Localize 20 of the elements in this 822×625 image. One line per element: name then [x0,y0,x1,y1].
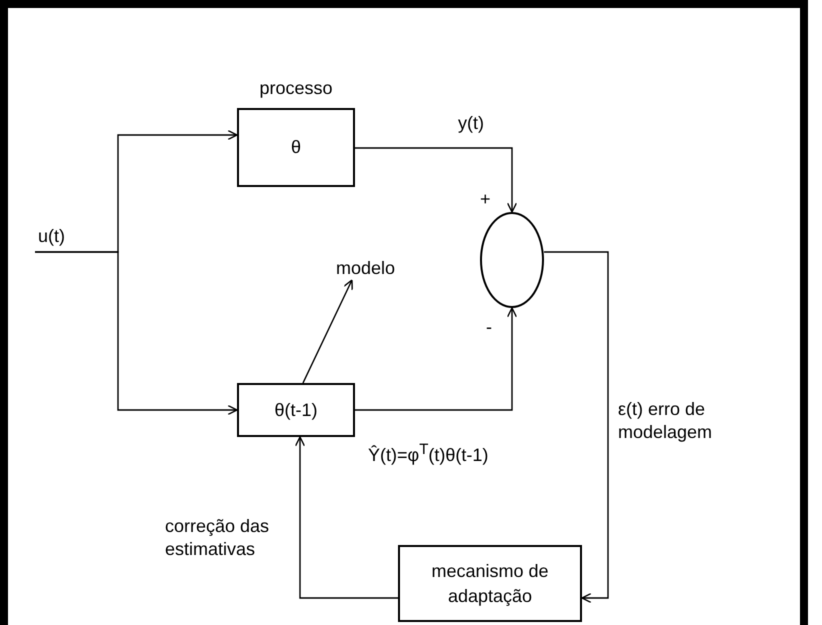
sign-label: - [486,316,492,339]
block-text: θ(t-1) [274,398,318,422]
edge-label: Ŷ(t)=φ$^{T}$(t)θ(t-1) [368,440,488,467]
block-text: θ [290,136,301,160]
arrow [355,307,518,411]
block-text: mecanismo de adaptação [430,560,550,608]
arrow [35,251,238,416]
arrow [355,147,518,213]
block-heading: processo [258,77,334,100]
sign-label: + [480,188,491,211]
arrow [294,436,398,599]
block-box [237,383,355,437]
block-box [398,545,582,622]
edge-label: ε(t) erro de modelagem [618,398,714,444]
arrow [544,251,609,604]
arrow [302,279,353,384]
edge-label: y(t) [458,112,484,135]
edge-label: correção das estimativas [165,515,270,562]
node-label: modelo [336,258,396,279]
edge-label: u(t) [38,225,65,248]
